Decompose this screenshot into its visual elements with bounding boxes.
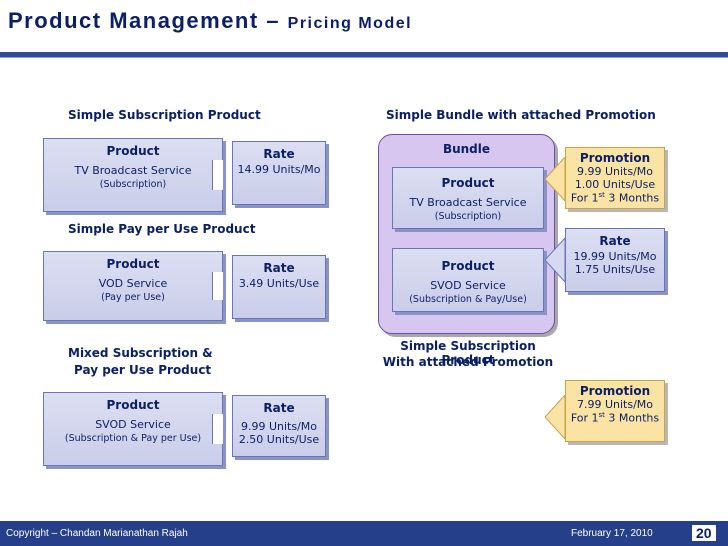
page-title: Product Management – Pricing Model xyxy=(8,8,412,34)
promo-arrow-tab xyxy=(545,395,566,439)
product-type: (Pay per Use) xyxy=(101,292,165,303)
promotion-superscript: st xyxy=(598,411,605,419)
title-main: Product Management – xyxy=(8,8,288,33)
footer-bar: Copyright – Chandan Marianathan Rajah Fe… xyxy=(0,521,728,546)
promotion-value: 7.99 Units/Mo xyxy=(576,398,654,411)
footer-copyright: Copyright – Chandan Marianathan Rajah xyxy=(6,528,188,539)
promotion-value: For 1st 3 Months xyxy=(566,191,664,205)
title-rule-thin xyxy=(0,57,728,58)
product-name: VOD Service xyxy=(98,277,168,290)
rate-header: Rate xyxy=(263,261,295,275)
rate-header: Rate xyxy=(263,401,295,415)
product-name: SVOD Service xyxy=(95,418,171,431)
bundle-product-tv-broadcast: Product TV Broadcast Service (Subscripti… xyxy=(392,167,544,229)
product-header: Product xyxy=(106,257,160,271)
section-mixed-line1: Mixed Subscription & xyxy=(68,346,213,360)
section-simple-pay-per-use: Simple Pay per Use Product xyxy=(68,222,256,236)
product-name: SVOD Service xyxy=(430,279,506,292)
bundle-label: Bundle xyxy=(442,142,491,156)
rate-value: 1.75 Units/Use xyxy=(574,263,656,276)
product-header: Product xyxy=(441,259,495,273)
promotion-value: For 1st 3 Months xyxy=(566,411,664,425)
section-bundle-title: Simple Bundle with attached Promotion xyxy=(386,108,656,122)
footer-date: February 17, 2010 xyxy=(571,528,653,539)
product-type: (Subscription & Pay per Use) xyxy=(64,433,202,444)
product-header: Product xyxy=(106,398,160,412)
promo-arrow-tab xyxy=(545,157,566,201)
title-sub: Pricing Model xyxy=(287,15,413,32)
promotion-text: For 1 xyxy=(570,411,599,425)
product-header: Product xyxy=(106,144,160,158)
promotion-header: Promotion xyxy=(579,384,651,398)
rate-box-bundle: Rate 19.99 Units/Mo 1.75 Units/Use xyxy=(565,228,665,292)
rate-box-1: Rate 14.99 Units/Mo xyxy=(232,141,326,205)
promotion-text: For 1 xyxy=(570,191,599,205)
rate-value: 2.50 Units/Use xyxy=(238,433,320,446)
rate-box-3: Rate 9.99 Units/Mo 2.50 Units/Use xyxy=(232,395,326,457)
rate-value: 9.99 Units/Mo xyxy=(240,420,318,433)
product-type: (Subscription) xyxy=(99,179,167,190)
section-sub-promo-line2: With attached Promotion xyxy=(382,355,554,369)
page-number: 20 xyxy=(692,525,716,541)
product-name: TV Broadcast Service xyxy=(409,196,527,209)
product-type: (Subscription & Pay/Use) xyxy=(409,294,527,305)
promotion-text: 3 Months xyxy=(604,191,660,205)
rate-box-2: Rate 3.49 Units/Use xyxy=(232,255,326,319)
product-tab-notch xyxy=(212,272,223,300)
promotion-box-subscription: Promotion 7.99 Units/Mo For 1st 3 Months xyxy=(565,380,665,442)
promotion-header: Promotion xyxy=(579,151,651,165)
rate-header: Rate xyxy=(263,147,295,161)
product-name: TV Broadcast Service xyxy=(74,164,192,177)
promotion-box-bundle: Promotion 9.99 Units/Mo 1.00 Units/Use F… xyxy=(565,147,665,209)
product-box-tv-broadcast: Product TV Broadcast Service (Subscripti… xyxy=(43,138,223,212)
product-tab-notch xyxy=(212,160,223,190)
section-simple-subscription: Simple Subscription Product xyxy=(68,108,261,122)
product-header: Product xyxy=(441,176,495,190)
promotion-text: 3 Months xyxy=(604,411,660,425)
promotion-superscript: st xyxy=(598,191,605,199)
section-mixed-line2: Pay per Use Product xyxy=(74,363,212,377)
rate-value: 19.99 Units/Mo xyxy=(573,250,657,263)
rate-value: 3.49 Units/Use xyxy=(238,277,320,290)
bundle-product-svod: Product SVOD Service (Subscription & Pay… xyxy=(392,248,544,312)
product-type: (Subscription) xyxy=(434,211,502,222)
section-sub-promo-line1: Simple Subscription Product xyxy=(400,339,536,367)
rate-arrow-tab xyxy=(545,238,566,282)
promotion-value: 9.99 Units/Mo xyxy=(576,165,654,178)
product-tab-notch xyxy=(212,414,223,444)
product-box-vod: Product VOD Service (Pay per Use) xyxy=(43,251,223,321)
promotion-value: 1.00 Units/Use xyxy=(574,178,656,191)
rate-header: Rate xyxy=(599,234,631,248)
title-rule xyxy=(0,52,728,57)
rate-value: 14.99 Units/Mo xyxy=(237,163,321,176)
product-box-svod: Product SVOD Service (Subscription & Pay… xyxy=(43,392,223,466)
